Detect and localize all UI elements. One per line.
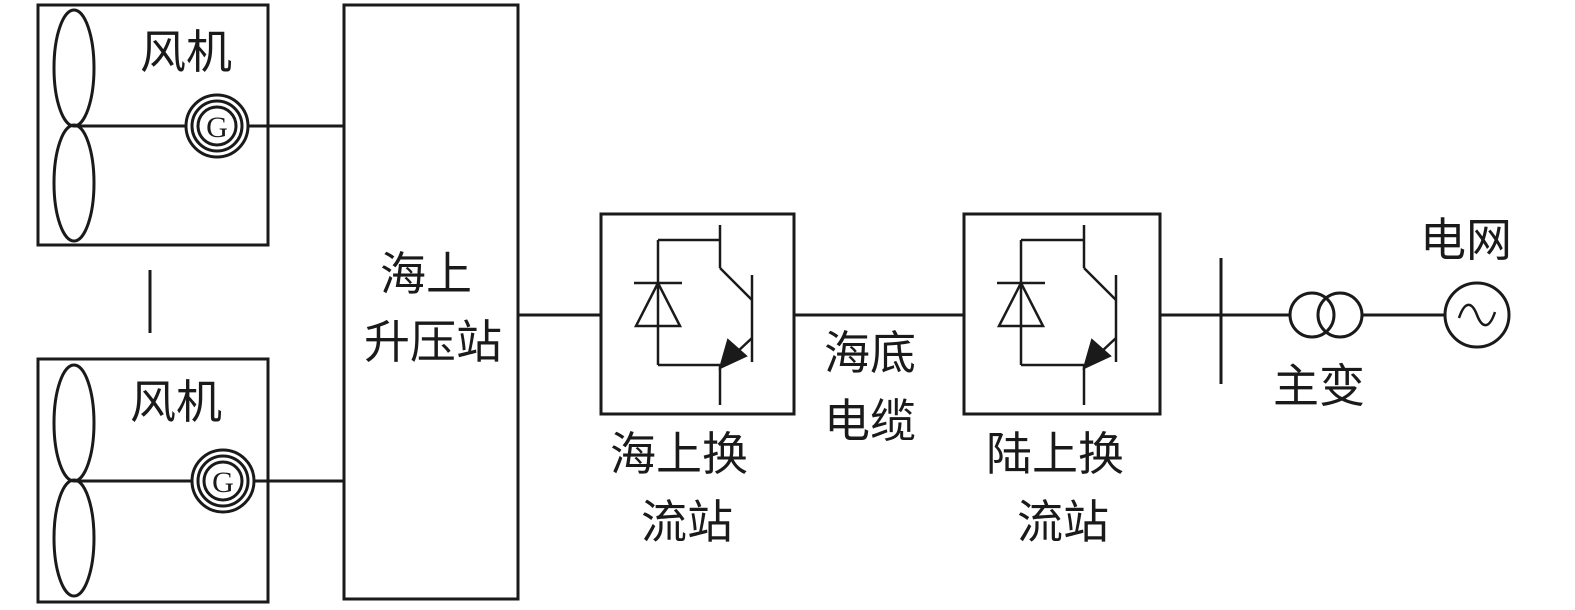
- wind-turbine-label: 风机: [140, 25, 232, 79]
- turbine-blade-lower: [52, 478, 96, 598]
- offshore-converter-label-line1: 海上换: [610, 427, 748, 481]
- generator-middle-ring: [196, 454, 250, 508]
- generator-inner-ring: [196, 105, 238, 147]
- turbine-blade-upper: [52, 8, 96, 128]
- power-grid-label: 电网: [1420, 213, 1512, 267]
- diode-icon: [633, 280, 683, 328]
- main-transformer-label: 主变: [1273, 359, 1365, 413]
- igbt-collector-diag: [1083, 267, 1117, 301]
- offshore-converter-label-line2: 流站: [641, 495, 733, 549]
- subsea-cable-label-line1: 海底: [824, 326, 916, 380]
- wind-turbine-label: 风机: [130, 375, 222, 429]
- main-transformer: 主变: [1273, 291, 1365, 413]
- offshore-booster-station-label-line1: 海上: [380, 247, 472, 301]
- onshore-converter-box: [962, 212, 1162, 416]
- sine-wave-icon: [1457, 303, 1497, 327]
- onshore-converter-label-line2: 流站: [1017, 495, 1109, 549]
- wind-turbine-bottom: G 风机: [36, 357, 270, 604]
- onshore-converter-label-line1: 陆上换: [986, 427, 1124, 481]
- igbt-arrow-icon: [1082, 338, 1112, 370]
- offshore-converter-box: [599, 212, 796, 416]
- ac-source-circle: [1443, 281, 1511, 349]
- igbt-collector-diag: [719, 267, 753, 301]
- turbine-blade-lower: [52, 123, 96, 243]
- transformer-winding-left: [1288, 291, 1336, 339]
- offshore-booster-station-box: [342, 3, 520, 601]
- generator-middle-ring: [190, 99, 244, 153]
- generator-inner-ring: [202, 460, 244, 502]
- offshore-booster-station: 海上 升压站: [342, 3, 520, 601]
- transformer-winding-right: [1316, 291, 1364, 339]
- onshore-converter-station: 陆上换 流站: [962, 212, 1162, 549]
- generator-symbol: G: [206, 111, 228, 144]
- offshore-booster-station-label-line2: 升压站: [364, 315, 502, 369]
- turbine-blade-upper: [52, 363, 96, 483]
- diode-icon: [996, 280, 1046, 328]
- wind-turbine-top: G 风机: [36, 3, 270, 247]
- igbt-arrow-icon: [718, 338, 748, 370]
- generator-symbol: G: [212, 466, 234, 499]
- offshore-converter-station: 海上换 流站: [599, 212, 796, 549]
- power-grid: 电网: [1420, 213, 1512, 349]
- subsea-cable-label-line2: 电缆: [824, 394, 916, 448]
